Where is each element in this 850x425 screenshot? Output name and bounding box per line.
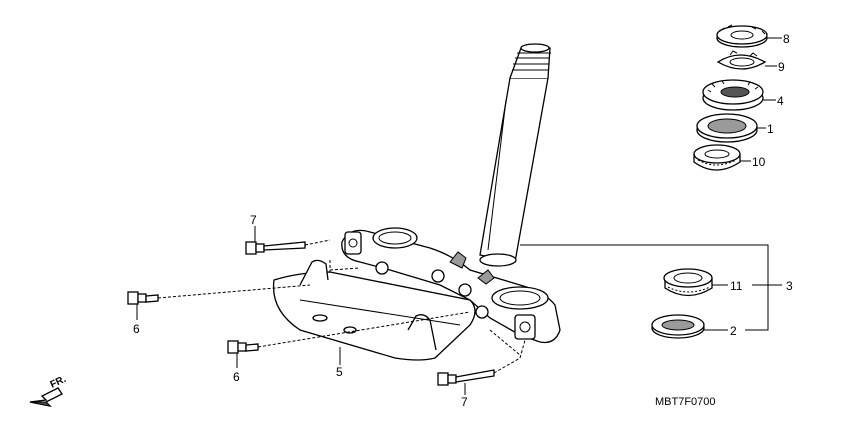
lock-washer-9	[716, 50, 767, 70]
bolt-6-left	[127, 284, 311, 305]
callout-11: 11	[730, 279, 743, 293]
assembly-bracket-3	[520, 244, 782, 331]
upper-bearing-10	[693, 144, 741, 171]
dust-seal-1	[696, 113, 758, 143]
callout-10: 10	[752, 155, 766, 169]
callout-6-lower: 6	[233, 370, 240, 384]
lock-nut-8	[716, 24, 768, 48]
lower-bearing-11	[663, 268, 713, 297]
adjusting-nut-4	[702, 79, 764, 111]
bolt-6-lower	[227, 311, 471, 354]
bottom-bridge	[341, 227, 561, 344]
front-arrow-icon	[29, 387, 63, 408]
steering-stem	[479, 43, 551, 267]
callout-1: 1	[767, 122, 774, 136]
plate-5	[272, 259, 476, 361]
callout-3: 3	[786, 279, 793, 293]
callout-5: 5	[336, 365, 343, 379]
callout-4: 4	[777, 94, 784, 108]
callout-7-lower: 7	[461, 395, 468, 409]
dust-seal-2	[651, 314, 705, 339]
callout-2: 2	[730, 324, 737, 338]
callout-8: 8	[783, 32, 790, 46]
callout-7-upper: 7	[250, 213, 257, 227]
bolt-7-upper	[245, 239, 331, 255]
callout-9: 9	[778, 60, 785, 74]
front-direction-label: FR.	[49, 374, 68, 391]
diagram-code: MBT7F0700	[655, 396, 716, 408]
callout-6-left: 6	[133, 322, 140, 336]
bolt-7-lower	[437, 339, 526, 386]
